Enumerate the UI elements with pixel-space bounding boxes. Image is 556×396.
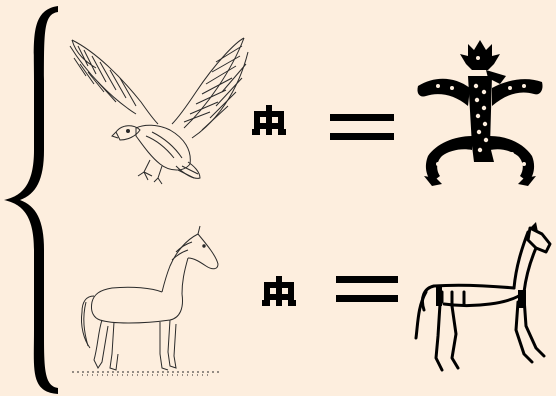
horse-pictograph [412,222,556,376]
eagle-realistic-drawing [66,32,250,188]
glyph-symbol [262,276,296,314]
horse-realistic-drawing [72,222,222,378]
glyph-symbol [252,105,286,143]
curly-brace [0,0,60,396]
equals-sign [336,276,398,302]
eagle-pictograph [414,36,546,188]
equals-sign [330,114,394,140]
